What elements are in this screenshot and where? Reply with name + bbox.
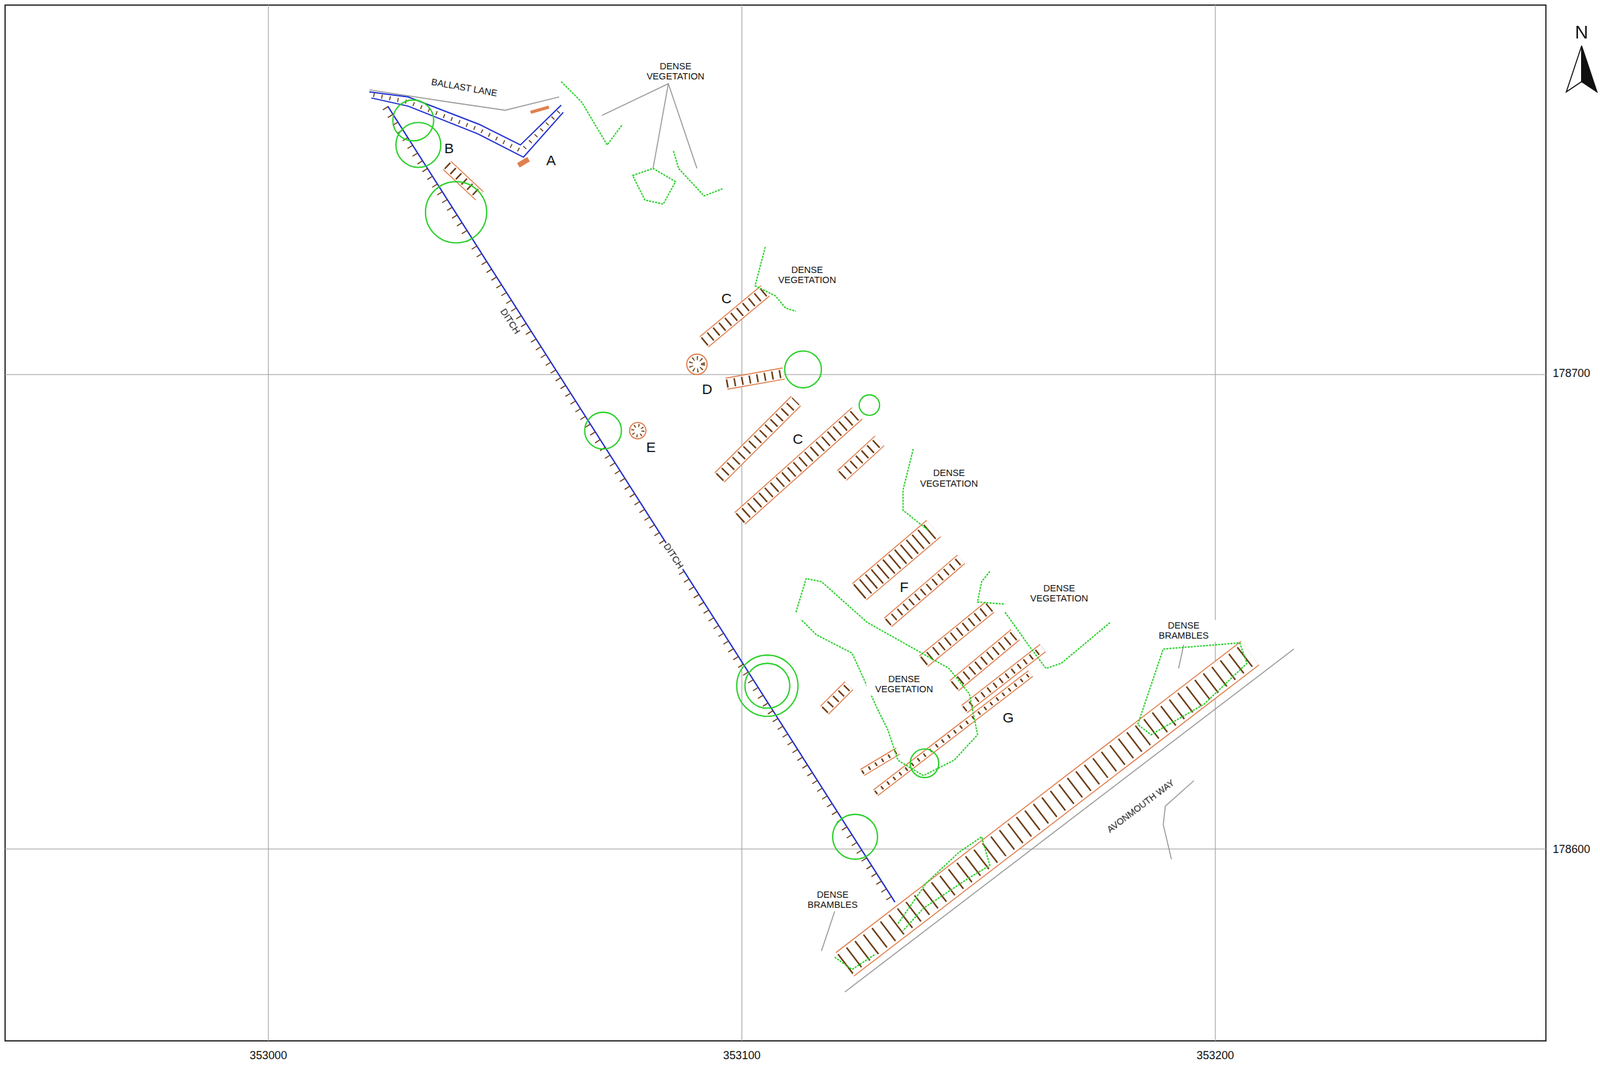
callout-letter: C [720, 289, 734, 307]
ditch-label: DITCH [660, 540, 686, 572]
area-note: DENSE VEGETATION [910, 467, 987, 489]
callout-letter: A [545, 151, 557, 169]
grid-coordinate: 353000 [248, 1048, 289, 1061]
area-note: DENSE VEGETATION [1021, 583, 1097, 604]
north-letter: N [1574, 22, 1590, 43]
area-note: DENSE BRAMBLES [794, 889, 871, 911]
area-note: DENSE BRAMBLES [1146, 620, 1222, 642]
grid-coordinate: 178600 [1551, 842, 1592, 855]
callout-letter: D [701, 380, 714, 398]
grid-coordinate: 353100 [721, 1048, 762, 1061]
ditch-label: DITCH [497, 305, 523, 337]
callout-letter: B [443, 139, 455, 157]
area-note: DENSE VEGETATION [866, 673, 942, 695]
callout-letter: G [1001, 709, 1015, 726]
area-note: DENSE VEGETATION [637, 61, 714, 82]
callout-letter: E [644, 438, 657, 456]
road-name: BALLAST LANE [429, 76, 499, 99]
grid-coordinate: 353200 [1195, 1048, 1235, 1061]
callout-letter: C [791, 430, 805, 447]
road-name: AVONMOUTH WAY [1104, 776, 1178, 836]
callout-letter: F [898, 578, 910, 596]
area-note: DENSE VEGETATION [769, 264, 845, 286]
grid-coordinate: 178700 [1551, 366, 1592, 380]
